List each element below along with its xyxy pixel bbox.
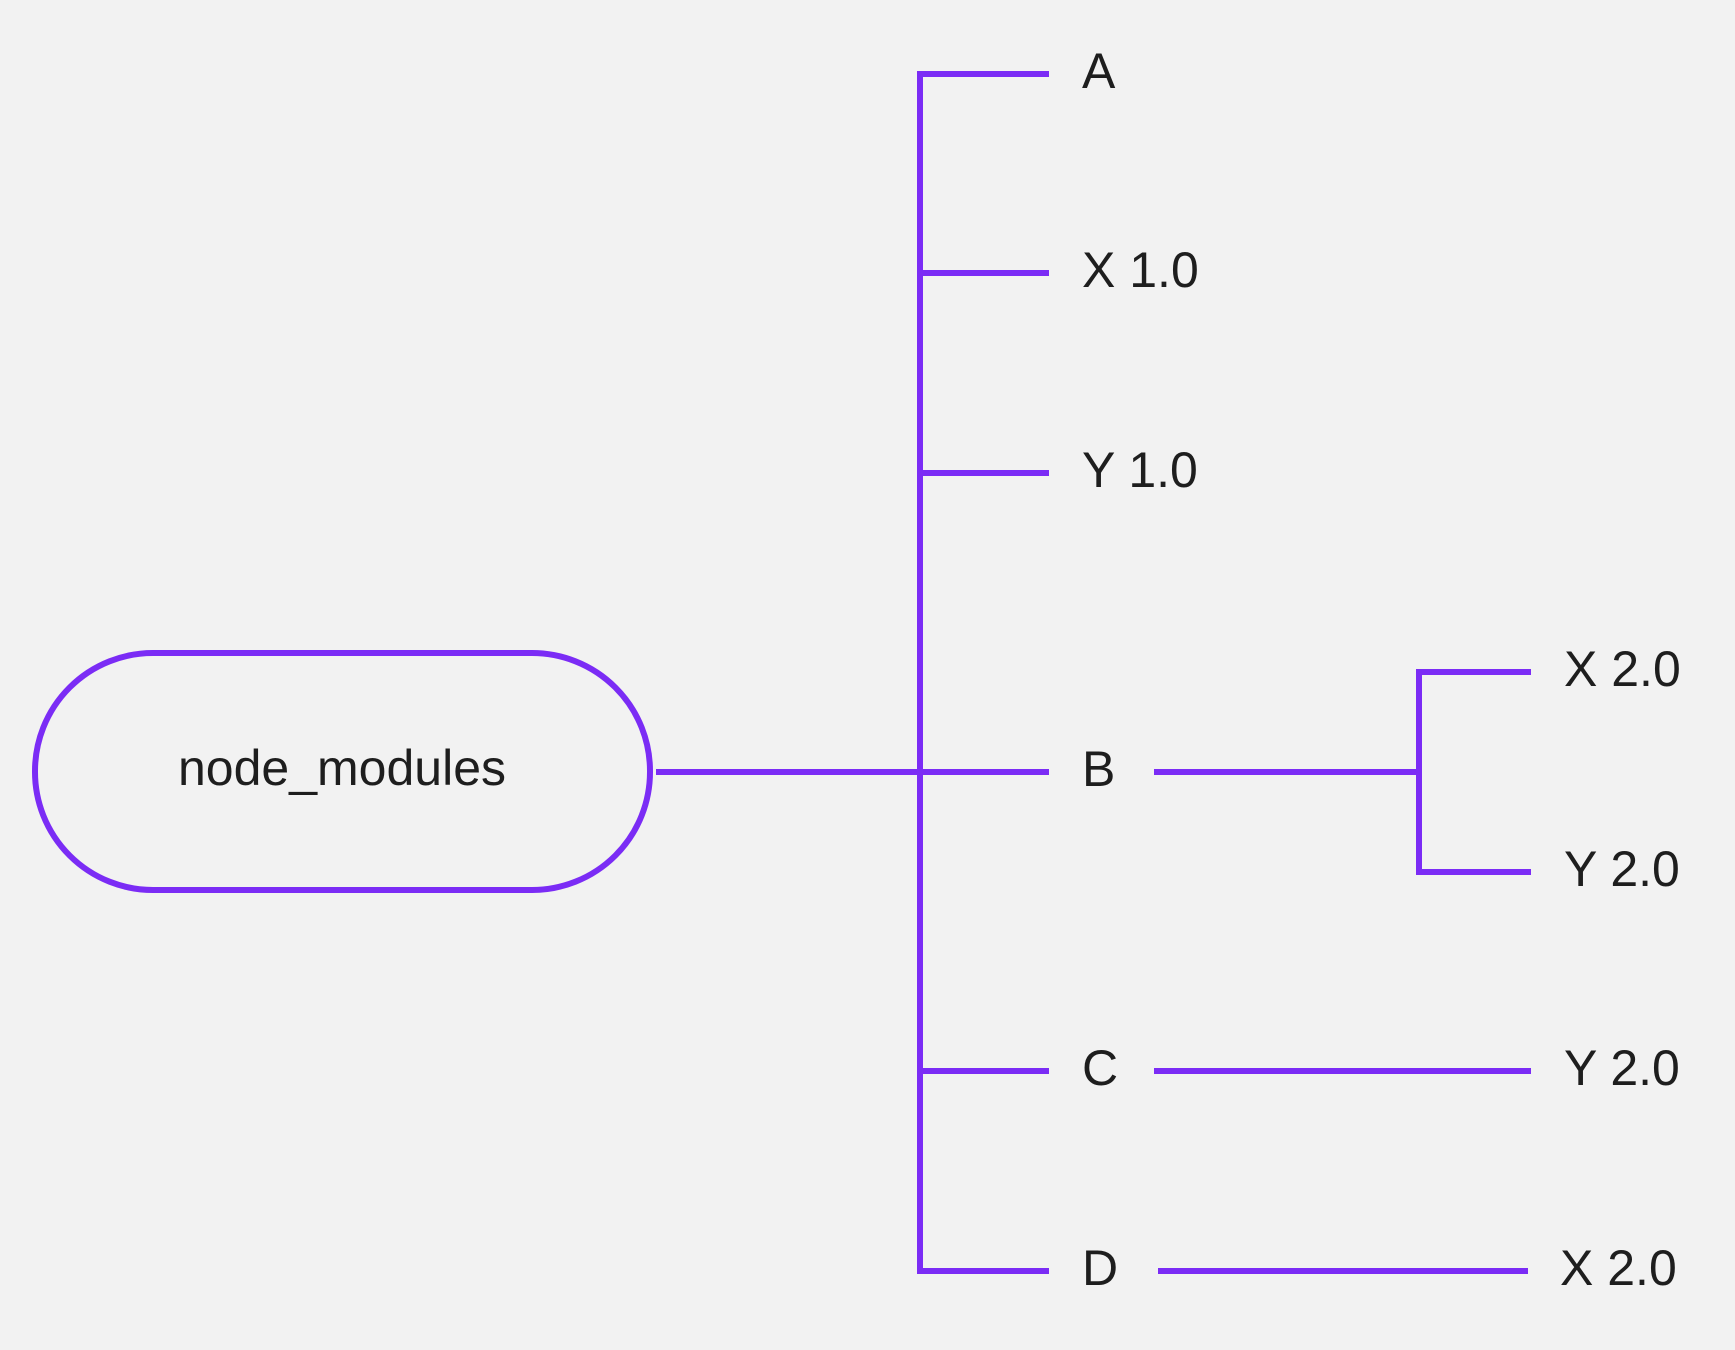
node-y1-label: Y 1.0 <box>1082 442 1198 498</box>
node-a-label: A <box>1082 43 1116 99</box>
node-c-y2-label: Y 2.0 <box>1564 1040 1680 1096</box>
node-d-label: D <box>1082 1240 1118 1296</box>
node-b-label: B <box>1082 741 1115 797</box>
root-node-label: node_modules <box>178 740 506 796</box>
node-b-x2-label: X 2.0 <box>1564 641 1681 697</box>
node-b-y2-label: Y 2.0 <box>1564 841 1680 897</box>
root-node-shape <box>32 650 653 893</box>
node-x1-label: X 1.0 <box>1082 242 1199 298</box>
root-node[interactable]: node_modules <box>32 650 653 893</box>
node-d-x2-label: X 2.0 <box>1560 1240 1677 1296</box>
node-c-label: C <box>1082 1040 1118 1096</box>
